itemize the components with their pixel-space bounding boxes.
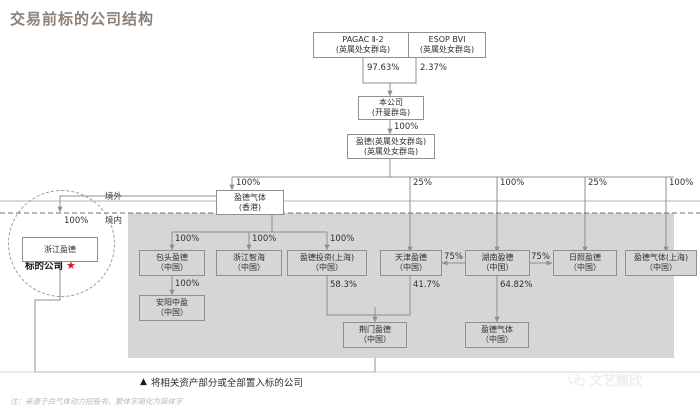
pct-yingdebvi-ydgassh: 100% (669, 178, 694, 188)
legend-text: 将相关资产部分或全部置入标的公司 (150, 378, 303, 389)
node-ydgassh-line2: （中国） (645, 263, 677, 272)
pct-hunan-ydgascn: 64.82% (500, 280, 533, 290)
pct-hk-baotou: 100% (175, 234, 200, 244)
node-anyang-line1: 安阳中盈 (156, 298, 188, 307)
node-pagac-line2: (英属处女群岛) (335, 45, 391, 54)
red-star-icon: ★ (66, 258, 76, 272)
node-baotou-yingde[interactable]: 包头盈德 （中国） (139, 250, 205, 276)
node-jingmen-line1: 荆门盈德 (359, 325, 391, 334)
target-company-highlight-circle (8, 190, 115, 297)
node-baotou-line1: 包头盈德 (156, 253, 188, 262)
edge-tianjin-jingmen (375, 276, 411, 316)
node-anyang-line2: （中国） (156, 308, 188, 317)
node-company-line1: 本公司 (379, 98, 403, 107)
watermark: 文艺馥欣 (568, 370, 642, 389)
pct-ydinvestsh-jingmen: 58.3% (330, 280, 358, 290)
node-tianjin-yingde[interactable]: 天津盈德 （中国） (380, 250, 442, 276)
node-ydgassh-line1: 盈德气体(上海) (633, 253, 689, 262)
node-zhejiang-yingde[interactable]: 浙江盈德 (22, 237, 98, 262)
node-yingdebvi-line1: 盈德(英属处女群岛) (355, 136, 427, 146)
node-pagac[interactable]: PAGAC Ⅱ-2 (英属处女群岛) (313, 32, 413, 58)
node-hunan-line2: （中国） (481, 263, 514, 272)
pct-yingdebvi-rizhao: 25% (588, 178, 607, 188)
node-ben-gongsi[interactable]: 本公司 (开曼群岛) (358, 96, 424, 120)
node-rizhao-line1: 日照盈德 (569, 253, 601, 262)
pct-yingdebvi-tianjin: 25% (413, 178, 432, 188)
node-zhihai-line2: （中国） (233, 263, 265, 272)
node-esop-line2: (英属处女群岛) (419, 45, 475, 54)
legend: ▲ 将相关资产部分或全部置入标的公司 (140, 375, 303, 389)
node-ydinvestsh-line1: 盈德投资(上海) (299, 253, 355, 262)
node-ydgascn-line1: 盈德气体 (481, 325, 513, 334)
watermark-name: 文艺馥欣 (590, 374, 643, 389)
node-yingde-gas-shanghai[interactable]: 盈德气体(上海) （中国） (625, 250, 697, 276)
pct-yingdebvi-hk: 100% (236, 178, 261, 188)
node-zhihai-line1: 浙江智海 (233, 253, 265, 262)
node-hk-line1: 盈德气体 (234, 192, 266, 202)
node-rizhao-yingde[interactable]: 日照盈德 （中国） (553, 250, 617, 276)
node-yingde-gas-china[interactable]: 盈德气体 （中国） (465, 322, 529, 348)
node-tianjin-line2: （中国） (395, 263, 427, 272)
triangle-marker-icon: ▲ (140, 377, 147, 387)
node-jingmen-line2: （中国） (359, 335, 391, 344)
node-yingde-investment-shanghai[interactable]: 盈德投资(上海) （中国） (287, 250, 367, 276)
pct-hk-ydinvestsh: 100% (330, 234, 355, 244)
source-note: 注：来源于白气体动力招股书，繁体字简化为简体字 (10, 397, 183, 406)
node-esop-bvi[interactable]: ESOP BVI (英属处女群岛) (408, 32, 486, 58)
pct-company-yingdebvi: 100% (394, 122, 419, 132)
pct-pagac-company: 97.63% (367, 63, 400, 73)
node-yingde-bvi[interactable]: 盈德(英属处女群岛) (英属处女群岛) (347, 134, 435, 159)
pct-hunan-tianjin: 75% (444, 252, 463, 262)
page-title: 交易前标的公司结构 (10, 10, 155, 28)
node-hk-line2: (香港) (238, 202, 262, 212)
pct-hk-zhihai: 100% (252, 234, 277, 244)
pct-hunan-rizhao: 75% (531, 252, 550, 262)
node-baotou-line2: （中国） (156, 263, 188, 272)
node-zhejiangyd-line1: 浙江盈德 (44, 244, 76, 254)
node-yingdebvi-line2: (英属处女群岛) (363, 146, 419, 156)
node-hunan-yingde[interactable]: 湖南盈德 （中国） (465, 250, 530, 276)
pct-hk-zhejiangyd: 100% (64, 216, 89, 226)
node-anyang-zhongying[interactable]: 安阳中盈 （中国） (139, 295, 205, 321)
node-hunan-line1: 湖南盈德 (481, 253, 514, 262)
wechat-icon (568, 373, 586, 387)
pct-tianjin-jingmen: 41.7% (413, 280, 441, 290)
region-label-onshore: 境内 (105, 216, 123, 226)
node-yingde-gas-hk[interactable]: 盈德气体 (香港) (216, 190, 284, 215)
edge-ydinvestsh-jingmen (326, 276, 375, 316)
node-company-line2: (开曼群岛) (371, 108, 411, 117)
target-company-text: 标的公司 (25, 261, 64, 272)
node-tianjin-line1: 天津盈德 (395, 253, 427, 262)
pct-yingdebvi-hunan: 100% (500, 178, 525, 188)
node-rizhao-line2: （中国） (569, 263, 601, 272)
node-pagac-line1: PAGAC Ⅱ-2 (342, 35, 384, 44)
node-ydgascn-line2: （中国） (481, 335, 513, 344)
region-label-offshore: 境外 (105, 192, 123, 202)
node-ydinvestsh-line2: （中国） (311, 263, 343, 272)
node-jingmen-yingde[interactable]: 荆门盈德 （中国） (343, 322, 407, 348)
pct-baotou-anyang: 100% (175, 279, 200, 289)
node-esop-line1: ESOP BVI (428, 35, 466, 44)
target-company-label: 标的公司 ★ (25, 258, 76, 273)
node-zhejiang-zhihai[interactable]: 浙江智海 （中国） (216, 250, 282, 276)
pct-esop-company: 2.37% (420, 63, 448, 73)
